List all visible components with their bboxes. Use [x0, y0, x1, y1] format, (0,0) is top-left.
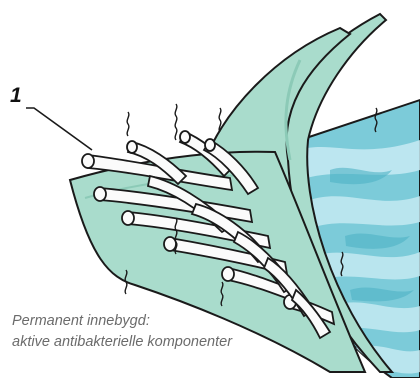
- caption-line-1: Permanent innebygd:: [12, 311, 232, 332]
- caption-line-2: aktive antibakterielle komponenter: [12, 332, 232, 353]
- caption: Permanent innebygd: aktive antibakteriel…: [12, 311, 232, 353]
- callout-leader-line: [26, 108, 92, 150]
- callout-number: 1: [10, 84, 22, 108]
